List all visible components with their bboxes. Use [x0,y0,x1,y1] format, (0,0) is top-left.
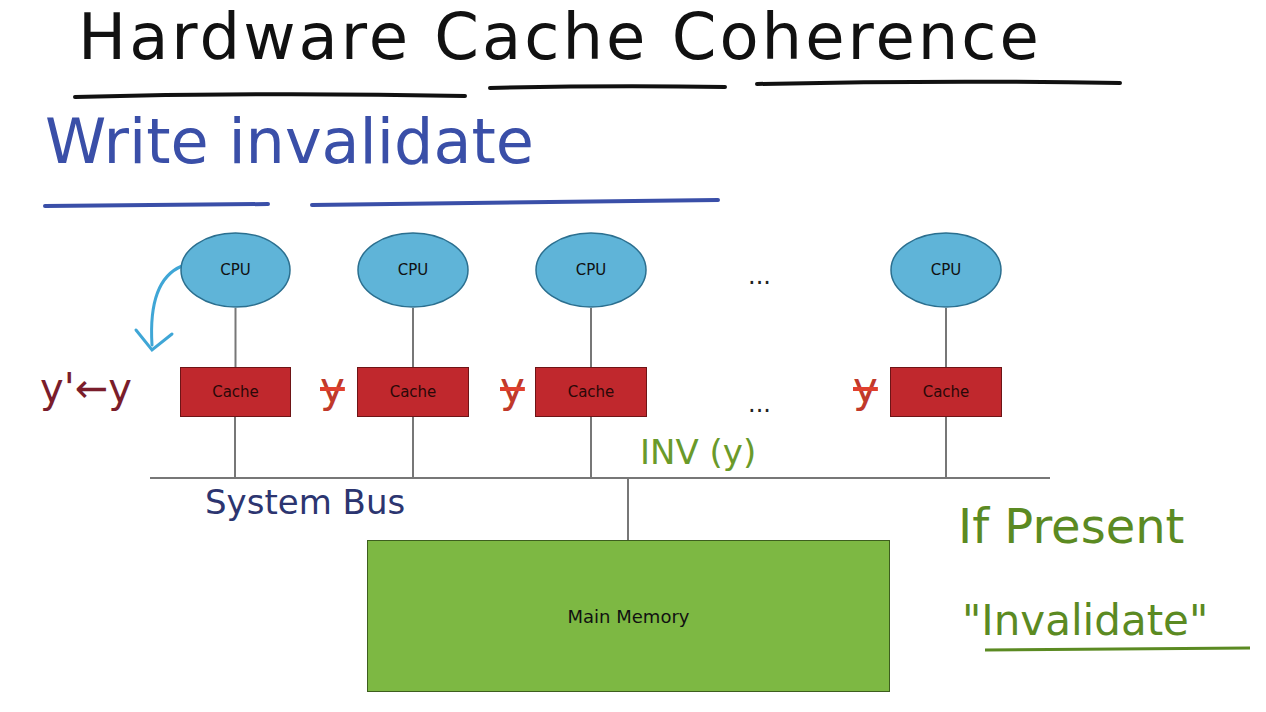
node-text: Cache [923,383,970,401]
connector [590,308,592,367]
note: If Present [958,498,1184,554]
invalidated-value: y [853,363,878,412]
node-text: Cache [568,383,615,401]
cpu-ellipse: CPU [180,232,291,308]
note: "Invalidate" [962,596,1208,645]
memory-box: Main Memory [367,540,890,692]
connector [945,308,947,367]
node-text: CPU [931,261,962,279]
node-text: CPU [220,261,251,279]
cpu-ellipse: CPU [357,232,469,308]
value-update: y'←y [40,365,132,411]
connector [412,308,414,367]
ellipsis: ... [748,262,771,290]
cpu-ellipse: CPU [890,232,1002,308]
node-text: Main Memory [568,606,690,627]
node-text: CPU [398,261,429,279]
connector [235,308,237,367]
node-text: Cache [390,383,437,401]
ellipsis: ... [748,390,771,418]
cache-box: Cache [180,367,291,417]
cache-box: Cache [890,367,1002,417]
cache-box: Cache [535,367,647,417]
bus-label: System Bus [205,482,405,522]
cache-box: Cache [357,367,469,417]
bus-message: INV (y) [640,432,756,472]
invalidated-value: y [320,363,345,412]
title: Hardware Cache Coherence [78,0,1042,74]
node-text: Cache [212,383,259,401]
subtitle: Write invalidate [45,105,534,178]
invalidated-value: y [500,363,525,412]
node-text: CPU [576,261,607,279]
cpu-ellipse: CPU [535,232,647,308]
